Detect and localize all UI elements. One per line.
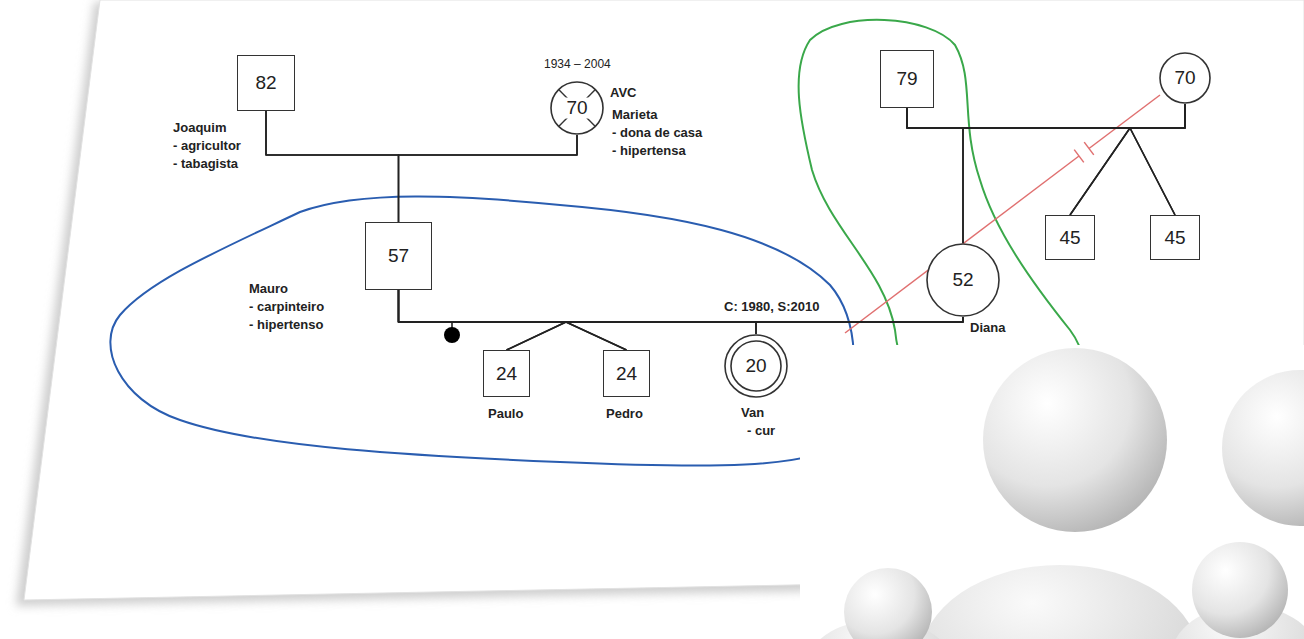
descent-line	[907, 108, 1175, 215]
male-square: 82Joaquim- agricultor- tabagista	[237, 55, 295, 111]
conflict-line	[1089, 95, 1160, 149]
figure-head	[1192, 542, 1288, 638]
female-circle: 52Diana	[926, 243, 1000, 317]
member-note: Marieta	[612, 108, 658, 123]
male-square: 24Paulo	[483, 350, 530, 397]
figure-head	[1222, 370, 1304, 526]
conflict-bar	[1084, 142, 1094, 155]
age-number: 57	[386, 246, 411, 267]
miscarriage-dot	[444, 327, 460, 343]
descent-line	[1070, 104, 1185, 215]
descent-line	[399, 290, 567, 350]
deceased-cross	[559, 90, 596, 127]
circle-shape	[551, 82, 603, 134]
age-number: 79	[894, 69, 919, 90]
descent-line	[399, 290, 627, 350]
conflict-line	[845, 156, 1079, 333]
female-circle: 20Van- cur	[724, 334, 788, 398]
paper	[24, 0, 1304, 600]
descent-line	[907, 108, 1130, 215]
age-number: 82	[253, 73, 278, 94]
male-square: 24Pedro	[603, 350, 650, 397]
member-note: - carpinteiro	[249, 300, 324, 315]
descent-line	[1130, 104, 1185, 215]
age-number: 45	[1057, 227, 1082, 248]
age-number: 20	[743, 356, 768, 377]
descent-line	[399, 290, 757, 334]
male-square: 45	[1150, 215, 1200, 260]
member-note: Pedro	[606, 407, 643, 422]
descent-line	[756, 317, 963, 334]
member-note: - cur	[747, 424, 775, 439]
male-square: 45	[1045, 215, 1095, 260]
male-square: 79	[880, 50, 934, 108]
member-note: AVC	[610, 86, 636, 101]
member-note: 1934 – 2004	[544, 58, 611, 72]
member-note: - dona de casa	[612, 126, 702, 141]
member-note: Van	[741, 406, 764, 421]
couple-line	[399, 290, 964, 322]
age-number: 24	[494, 363, 519, 384]
figure-body	[920, 565, 1200, 639]
member-note: - agricultor	[173, 139, 241, 154]
figure-head	[844, 568, 932, 639]
descent-line	[399, 135, 578, 222]
age-number: 70	[1172, 68, 1197, 89]
male-square: 57Mauro- carpinteiro- hipertenso	[365, 222, 432, 290]
member-note: Diana	[970, 321, 1005, 336]
member-note: - hipertenso	[249, 318, 323, 333]
female-circle: 70	[1159, 52, 1211, 104]
age-number: 24	[614, 363, 639, 384]
relationship-dates: C: 1980, S:2010	[722, 300, 821, 315]
circle-shape	[927, 244, 999, 316]
deceased-cross	[559, 90, 596, 127]
circle-shape	[1160, 53, 1210, 103]
age-number: 52	[950, 270, 975, 291]
descent-line	[266, 111, 399, 222]
female-circle: 701934 – 2004AVCMarieta- dona de casa- h…	[550, 81, 604, 135]
member-note: - tabagista	[173, 157, 238, 172]
member-note: - hipertensa	[612, 144, 686, 159]
figure-head	[983, 348, 1167, 532]
member-note: Paulo	[488, 407, 523, 422]
couple-line	[266, 111, 577, 155]
age-number: 45	[1162, 227, 1187, 248]
couple-line	[907, 104, 1185, 128]
conflict-bar	[1074, 150, 1084, 163]
index-person-ring	[731, 341, 781, 391]
member-note: Mauro	[249, 282, 288, 297]
household-outline	[110, 196, 854, 465]
circle-shape	[725, 335, 787, 397]
member-note: Joaquim	[173, 121, 226, 136]
age-number: 70	[564, 98, 589, 119]
